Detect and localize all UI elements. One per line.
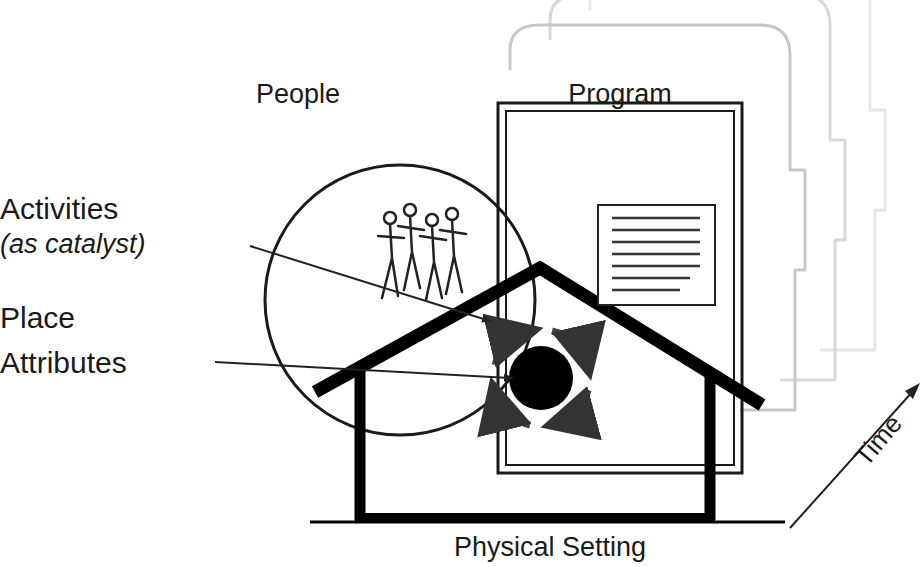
house-wall [355,367,366,520]
node-outline [310,262,790,567]
leader-line [215,362,512,378]
catalyst-note: (as catalyst) [0,229,146,260]
activities-label: Activities [0,192,118,226]
physical-setting-house: Physical Setting [310,262,790,567]
node-label: Physical Setting [310,532,790,563]
time-arrowhead [905,383,920,399]
place-attributes-dot [509,346,573,410]
ground-line [310,521,785,524]
document-icon [598,205,715,305]
node-label: Program [495,79,745,110]
house-wall [705,374,716,520]
leader-line [250,246,490,321]
node-label: People [256,79,340,110]
time-label: Time [848,409,908,472]
people-figures [378,204,466,300]
time-axis [790,390,914,528]
program-inner-outline [506,111,734,465]
place-attributes-label: Place Attributes [0,295,165,385]
